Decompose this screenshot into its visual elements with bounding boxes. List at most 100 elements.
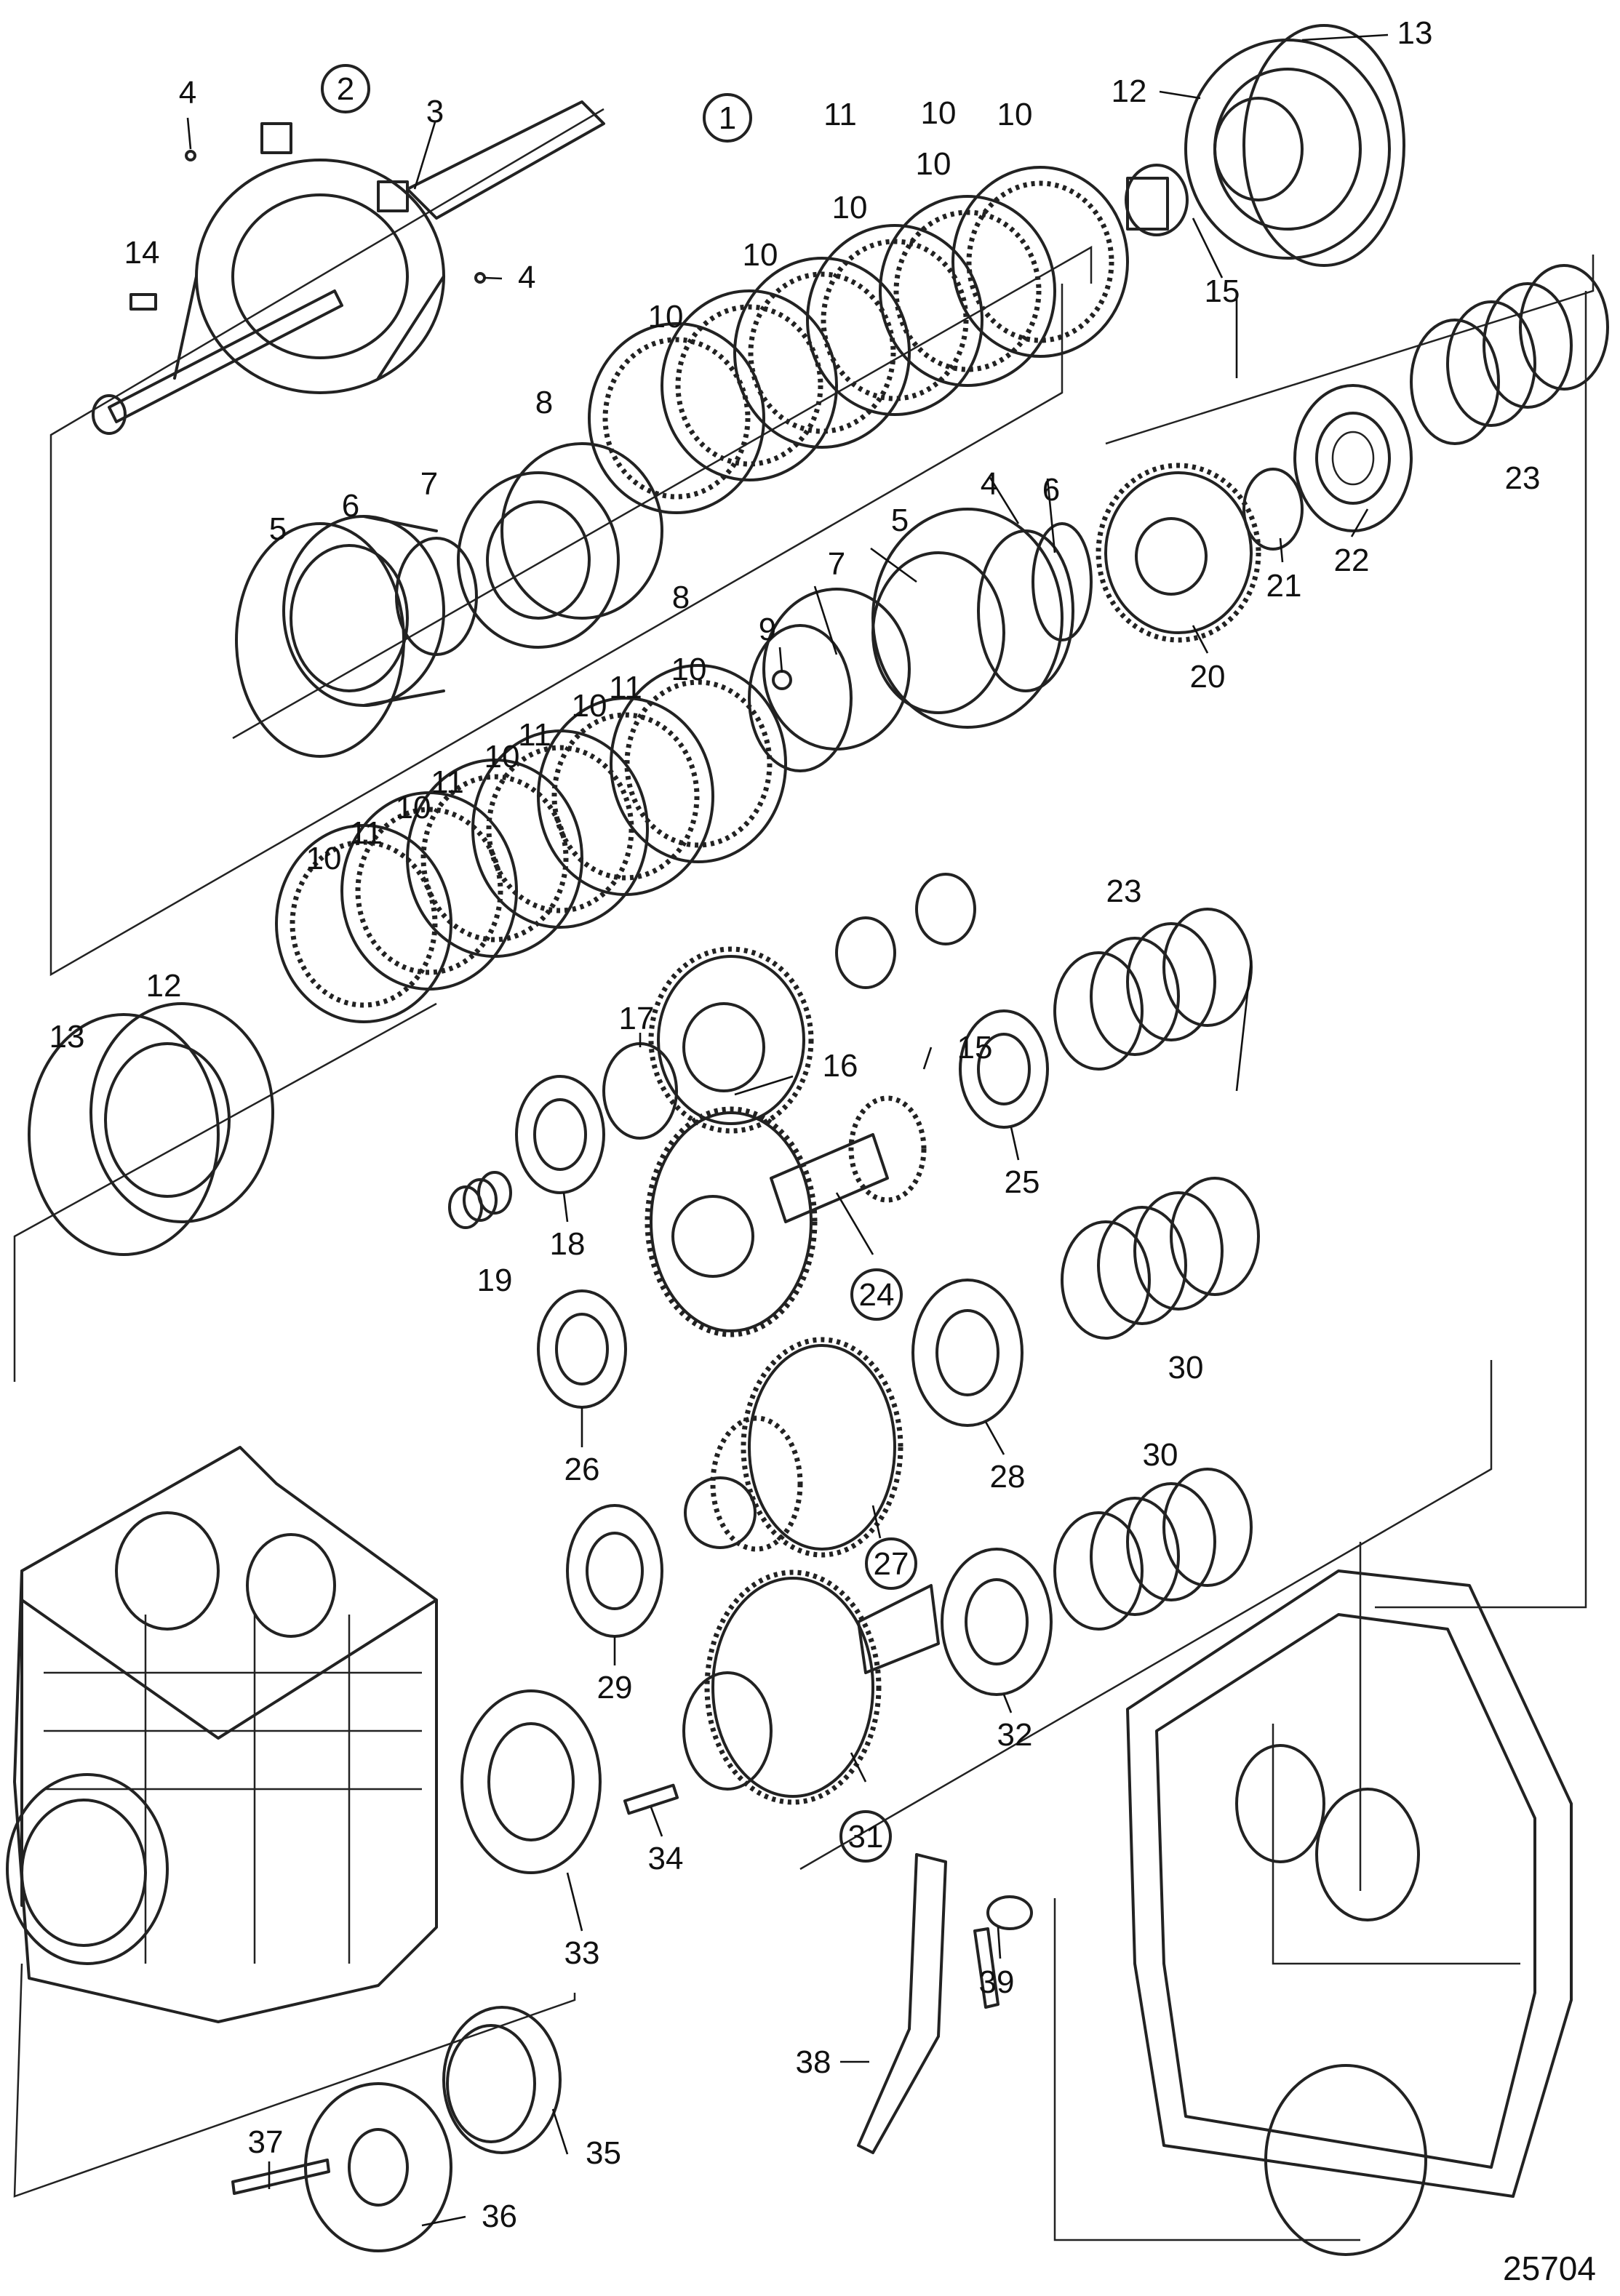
part-32-bearing [941, 1548, 1053, 1696]
upper-clutch-pack [588, 166, 1129, 514]
callout-31: 31 [848, 1819, 884, 1855]
callout-12-b: 12 [146, 968, 182, 1004]
part-5-ring-upper [235, 522, 405, 758]
callout-8-a: 8 [535, 385, 553, 420]
gearbox-housing-left [6, 1446, 438, 2023]
callout-10-e: 10 [997, 97, 1033, 132]
callout-11-e: 11 [349, 815, 383, 851]
part-35-seal [442, 2006, 562, 2154]
callout-circles [321, 64, 917, 1863]
part-14-key [129, 293, 157, 311]
part-34-pin [623, 1783, 679, 1815]
callout-10-i: 10 [396, 790, 431, 825]
figure-id: 25704 [1503, 2249, 1596, 2287]
callout-11-d: 11 [431, 764, 464, 800]
callout-10-a: 10 [648, 299, 684, 335]
part-19-rings [448, 1171, 512, 1229]
callout-23-b: 23 [1106, 873, 1142, 909]
callout-11-a: 11 [823, 97, 857, 132]
part-21-washer [1242, 468, 1304, 551]
part-3-input-shaft [92, 100, 605, 435]
callout-19: 19 [477, 1263, 513, 1298]
callout-30-b: 30 [1143, 1437, 1178, 1473]
callout-28: 28 [990, 1459, 1026, 1495]
lower-clutch-pack [275, 664, 787, 1023]
callout-18: 18 [550, 1226, 586, 1262]
callout-33: 33 [564, 1935, 600, 1971]
part-39-bolt [973, 1895, 1033, 2009]
part-31-output-gear [682, 1569, 940, 1805]
callout-32: 32 [997, 1717, 1033, 1753]
callout-11-c: 11 [518, 717, 551, 753]
callout-1: 1 [719, 100, 736, 136]
part-26-bearing [537, 1289, 627, 1409]
callout-14: 14 [124, 235, 160, 271]
callout-12-a: 12 [1112, 73, 1147, 109]
part-2-clutch-drum [173, 122, 445, 394]
part-13-snap-ring-top [1242, 24, 1405, 267]
part-5-piston-lower [871, 508, 1064, 729]
callout-10-c: 10 [832, 190, 868, 225]
callout-29: 29 [597, 1670, 633, 1705]
part-38-pipe [857, 1853, 947, 2154]
part-16-gear [648, 946, 814, 1134]
callout-24: 24 [859, 1277, 895, 1313]
callout-21: 21 [1266, 568, 1302, 604]
callout-30-a: 30 [1168, 1350, 1204, 1385]
part-23-shims-upper [1410, 264, 1609, 445]
callout-13-a: 13 [1397, 15, 1433, 51]
callout-7-b: 7 [828, 546, 845, 582]
callout-6-b: 6 [1042, 472, 1060, 508]
callout-10-g: 10 [572, 688, 607, 724]
part-37-bolt [231, 2159, 330, 2195]
part-30-shims-lower [1053, 1468, 1253, 1631]
part-8-springs-upper [457, 442, 663, 649]
part-33-bearing [460, 1689, 602, 1874]
callout-11-b: 11 [609, 670, 642, 705]
callout-10-h: 10 [484, 739, 520, 775]
callout-36: 36 [482, 2199, 517, 2234]
callout-3: 3 [426, 94, 444, 129]
callout-15-a: 15 [1205, 273, 1240, 309]
callout-20: 20 [1190, 659, 1226, 695]
callout-4-b: 4 [518, 260, 535, 295]
callout-7-a: 7 [420, 466, 438, 502]
callout-27: 27 [874, 1546, 909, 1582]
part-12-piston-top [1184, 39, 1391, 260]
part-24-gear-shaft [645, 1095, 927, 1337]
callout-8-b: 8 [672, 580, 690, 615]
callout-23-a: 23 [1505, 460, 1541, 496]
part-13-snap-ring-lower [28, 1013, 220, 1256]
callout-25: 25 [1005, 1164, 1040, 1200]
callout-10-j: 10 [306, 841, 342, 876]
callout-4-a: 4 [179, 75, 196, 111]
part-25-bearing [959, 1009, 1049, 1129]
part-27-gear-shaft [684, 1337, 903, 1558]
callout-26: 26 [564, 1452, 600, 1487]
leader-lines [186, 33, 1389, 2227]
callout-22: 22 [1334, 543, 1370, 578]
callout-38: 38 [796, 2044, 831, 2080]
part-28-bearing [911, 1279, 1024, 1427]
gearbox-cover-right [1126, 1569, 1573, 2256]
part-17-washer [602, 1042, 678, 1140]
callout-10-f: 10 [671, 652, 707, 687]
part-12-piston-lower [89, 1002, 274, 1223]
callout-13-b: 13 [49, 1019, 85, 1055]
callout-10-d: 10 [916, 146, 951, 182]
callout-39: 39 [979, 1964, 1015, 2000]
callout-5-a: 5 [269, 511, 287, 547]
callout-9: 9 [759, 612, 776, 647]
callout-17: 17 [619, 1001, 655, 1036]
part-30-shims-upper [1061, 1177, 1260, 1340]
callout-37: 37 [248, 2124, 284, 2160]
callout-6-a: 6 [342, 488, 359, 524]
part-29-bearing [566, 1504, 663, 1638]
callout-34: 34 [648, 1841, 684, 1876]
callout-35: 35 [586, 2135, 621, 2171]
part-36-flange [304, 2082, 452, 2252]
callout-10-k: 10 [921, 95, 957, 131]
part-18-bearing [515, 1075, 605, 1194]
callout-15-b: 15 [957, 1030, 993, 1065]
